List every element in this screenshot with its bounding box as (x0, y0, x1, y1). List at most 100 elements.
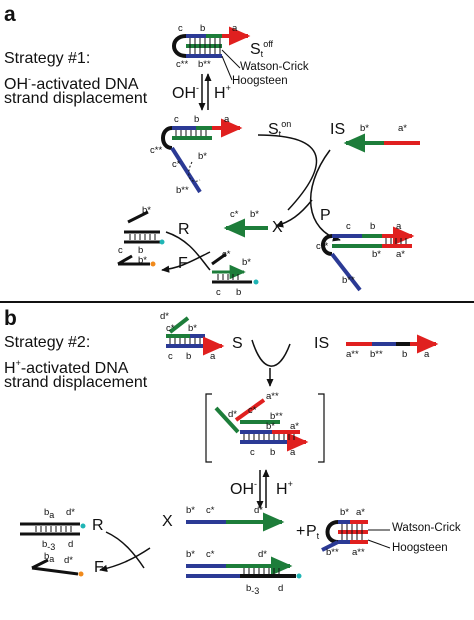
label-ds-int: d* (228, 409, 237, 420)
label-bss-is-b: b** (370, 349, 383, 360)
r-label-b: R (92, 517, 104, 534)
label-b-int: b (270, 447, 276, 458)
label-c-s-b: c (168, 351, 173, 362)
label-c-int: c (250, 447, 255, 458)
label-c-r-a: c (118, 245, 123, 256)
label-cs-w-b: c* (206, 549, 215, 560)
pt-triplex-b (321, 520, 391, 552)
label-bs-s-b: b* (188, 323, 197, 334)
strategy-2-line3: strand displacement (4, 374, 148, 391)
reporter-r-b (20, 522, 86, 536)
h-label-a: H+ (214, 83, 231, 102)
label-bs-int: b* (266, 421, 275, 432)
label-cs-a2: c* (172, 159, 181, 170)
watson-crick-label-b: Watson-Crick (392, 522, 461, 534)
waste-duplex-a (211, 252, 259, 285)
label-css-p-a: c** (316, 241, 329, 252)
label-css-a2: c** (150, 145, 163, 156)
p-product-a (321, 226, 415, 292)
label-b-s-b: b (186, 351, 192, 362)
label-a-p-a: a (396, 221, 402, 232)
label-bsub-r-b: ba (44, 507, 55, 520)
strategy-1-title: Strategy #1: (4, 50, 91, 67)
label-ass-is-b: a** (346, 349, 359, 360)
label-ass-int: a** (266, 391, 279, 402)
st-on-label: Ston (268, 119, 292, 139)
label-ds-x-b: d* (254, 505, 263, 516)
h-label-b: H+ (276, 479, 293, 498)
label-bss-a1: b** (198, 59, 211, 70)
label-bs-x-b: b* (186, 505, 195, 516)
label-ds-w-b: d* (258, 549, 267, 560)
oh-label-b: OH- (230, 479, 257, 498)
label-d-r-b: d (68, 539, 74, 550)
label-c-w-a: c (216, 287, 221, 298)
intermediate-complex (205, 393, 325, 463)
s-structure-b (166, 316, 225, 356)
label-as-p-a: a* (396, 249, 405, 260)
strategy-1-line3: strand displacement (4, 90, 148, 107)
label-b-p-a: b (370, 221, 376, 232)
fluorescent-f-a (117, 254, 156, 267)
label-bs-p-a: b* (372, 249, 381, 260)
r-label-a: R (178, 221, 190, 238)
p-label-a: P (320, 207, 331, 224)
label-c-a1: c (178, 23, 183, 34)
strategy-1-line2: OH--activated DNA (4, 74, 139, 93)
panel-a-letter: a (4, 3, 16, 26)
label-bs-w-b: b* (186, 549, 195, 560)
label-cs-int: c* (248, 405, 257, 416)
cycle-arrow-b (99, 531, 151, 572)
reporter-r-a (124, 210, 165, 245)
hoogsteen-label-a: Hoogsteen (232, 75, 288, 87)
label-bs-is-a: b* (360, 123, 369, 134)
label-a-a2: a (224, 114, 230, 125)
label-ds-f-b: d* (64, 555, 73, 566)
equilibrium-arrows-b (256, 469, 270, 509)
label-a-int: a (290, 447, 296, 458)
label-bs-x-a: b* (250, 209, 259, 220)
label-ds-s-b: d* (160, 311, 169, 322)
label-b-a1: b (200, 23, 206, 34)
s-label-b: S (232, 335, 243, 352)
label-b-w-a: b (236, 287, 242, 298)
watson-crick-label-a: Watson-Crick (240, 61, 309, 73)
equilibrium-arrows-a (198, 73, 212, 111)
fluorescent-f-b (31, 558, 84, 577)
strategy-2-line2: H+-activated DNA (4, 358, 129, 377)
st-off-label: Stoff (250, 39, 274, 59)
label-b-r-a: b (138, 245, 144, 256)
x-label-b: X (162, 513, 173, 530)
label-c-a2: c (174, 114, 179, 125)
label-bs-f-a: b* (138, 255, 147, 266)
label-d-w-b: d (278, 583, 284, 594)
label-bsub2-r-b: b-3 (42, 539, 56, 552)
label-css-a1: c** (176, 59, 189, 70)
label-cs-s-b: c* (166, 323, 175, 334)
label-bs-a2: b* (198, 151, 207, 162)
label-cs-x-a: c* (230, 209, 239, 220)
label-bss-pt: b** (326, 547, 339, 558)
label-a-is-b: a (424, 349, 430, 360)
st-on-structure (161, 118, 243, 194)
is-label-a: IS (330, 121, 346, 138)
label-ds-r-b: d* (66, 507, 75, 518)
label-ass-pt: a** (352, 547, 365, 558)
f-label-b: F (94, 559, 104, 576)
f-label-a: F (178, 255, 188, 272)
label-b-is-b: b (402, 349, 408, 360)
label-cs-w-a: c* (222, 249, 231, 260)
plus-sign: + (296, 523, 306, 540)
pt-label: Pt (306, 523, 320, 541)
oh-label-a: OH- (172, 83, 199, 102)
label-bs-r-a: b* (142, 205, 151, 216)
label-bss-int: b** (270, 411, 283, 422)
label-as-is-a: a* (398, 123, 407, 134)
x-label-a: X (272, 219, 283, 236)
is-label-b: IS (314, 335, 330, 352)
st-off-triplex (172, 26, 251, 81)
panel-b-letter: b (4, 307, 17, 330)
cycle-arrow-a (161, 231, 211, 273)
converging-arc-b (251, 339, 291, 367)
